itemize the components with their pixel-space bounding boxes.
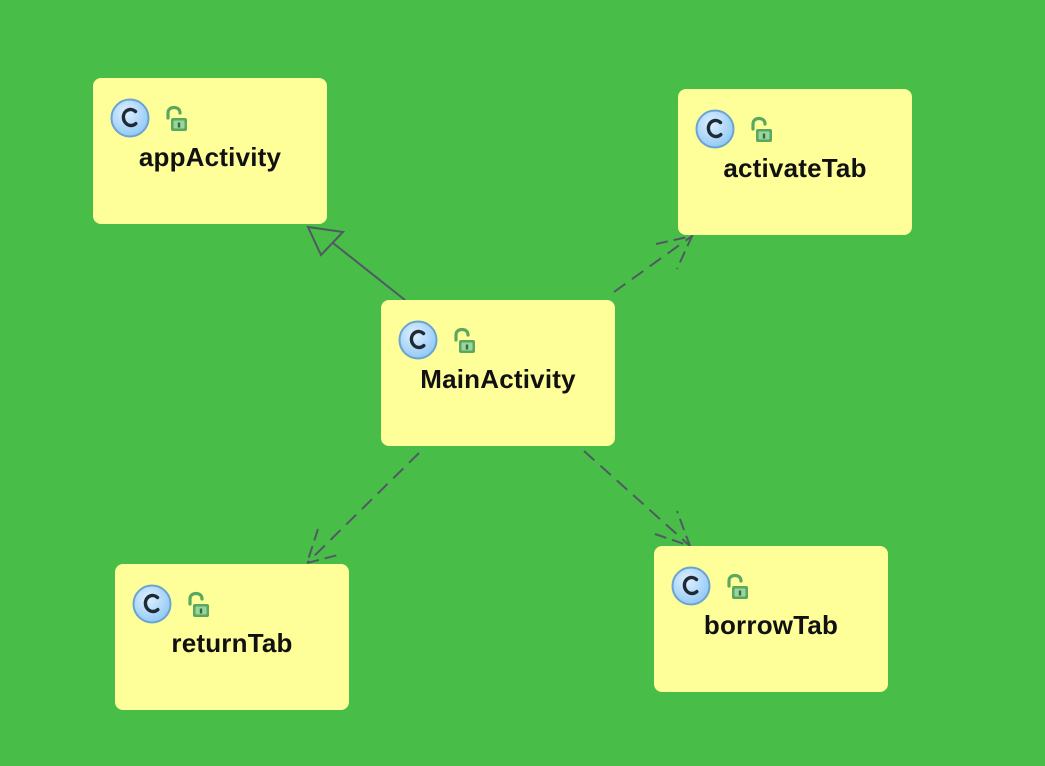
class-name: MainActivity [420,364,576,394]
inheritance-arrowhead [306,225,346,257]
dependency-connector-borrowtab[interactable] [583,450,691,547]
class-node-returntab[interactable]: returnTab [115,564,349,710]
unlocked-lock-icon [450,327,476,355]
inheritance-connector[interactable] [332,242,406,301]
dependency-arrowhead-activatetab [655,234,694,270]
class-c-icon [398,320,438,360]
class-c-icon [671,566,711,606]
class-name: appActivity [138,142,282,172]
dependency-connector-returntab[interactable] [306,452,420,564]
unlocked-lock-icon [747,116,773,144]
class-node-appactivity[interactable]: appActivity [93,78,327,224]
class-name: returnTab [171,628,293,658]
dependency-connector-activatetab[interactable] [613,235,693,293]
class-c-icon [132,584,172,624]
class-node-borrowtab[interactable]: borrowTab [654,546,888,692]
class-name: borrowTab [703,610,839,640]
dependency-arrowhead-returntab [305,528,343,565]
unlocked-lock-icon [184,591,210,619]
unlocked-lock-icon [162,105,188,133]
unlocked-lock-icon [723,573,749,601]
class-name: activateTab [723,153,867,183]
class-node-activatetab[interactable]: activateTab [678,89,912,235]
class-c-icon [110,98,150,138]
class-node-mainactivity[interactable]: MainActivity [381,300,615,446]
class-c-icon [695,109,735,149]
